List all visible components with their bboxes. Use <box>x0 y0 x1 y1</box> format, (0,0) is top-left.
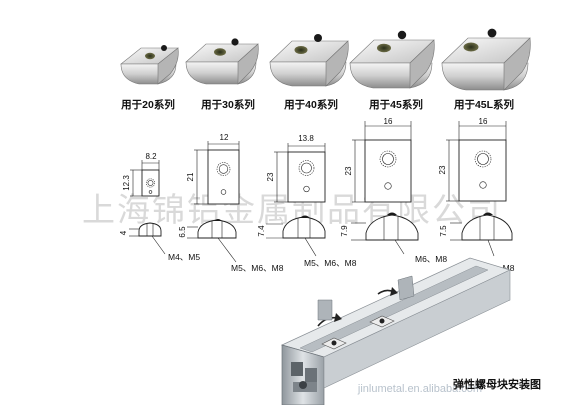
series-label-45L: 用于45L系列 <box>453 98 514 111</box>
width-30: 12 <box>220 133 229 142</box>
height-30: 21 <box>186 172 195 181</box>
height-40: 23 <box>266 172 275 181</box>
height-20: 12.3 <box>122 175 131 191</box>
drawing-20: 8.2 12.3 4 M4、M5 <box>119 152 200 262</box>
watermark-url: jinlumetal.en.alibaba.com <box>357 383 482 395</box>
nut-3d-40 <box>269 34 349 87</box>
installation-caption: 弹性螺母块安装图 <box>453 377 541 391</box>
width-45L: 16 <box>479 117 488 126</box>
series-label-45: 用于45系列 <box>368 98 423 111</box>
nut-3d-20 <box>120 45 179 85</box>
depth-30: 6.5 <box>178 226 187 238</box>
depth-20: 4 <box>119 230 128 235</box>
depth-45L: 7.5 <box>439 225 448 237</box>
series-label-40: 用于40系列 <box>283 98 338 111</box>
series-label-30: 用于30系列 <box>200 98 255 111</box>
height-45: 23 <box>344 166 353 175</box>
threads-20: M4、M5 <box>168 252 200 262</box>
depth-40: 7.4 <box>257 225 266 237</box>
depth-45: 7.9 <box>340 225 349 237</box>
nut-3d-45L <box>441 28 531 91</box>
nut-3d-45 <box>349 30 435 89</box>
drawing-40: 13.8 23 7.4 M5、M6、M8 <box>257 134 357 268</box>
series-label-20: 用于20系列 <box>120 98 175 111</box>
width-45: 16 <box>384 117 393 126</box>
threads-45: M6、M8 <box>415 254 447 264</box>
drawing-45L: 16 23 7.5 M5、M6、M8 <box>438 117 515 273</box>
drawing-30: 12 21 6.5 M5、M6、M8 <box>178 133 284 273</box>
nut-3d-30 <box>185 38 259 85</box>
installation-illustration <box>280 257 511 405</box>
threads-30: M5、M6、M8 <box>231 263 284 273</box>
threads-40: M5、M6、M8 <box>304 258 357 268</box>
height-45L: 23 <box>438 165 447 174</box>
drawing-45: 16 23 7.9 M6、M8 <box>340 117 447 264</box>
width-40: 13.8 <box>298 134 314 143</box>
width-20: 8.2 <box>145 152 157 161</box>
